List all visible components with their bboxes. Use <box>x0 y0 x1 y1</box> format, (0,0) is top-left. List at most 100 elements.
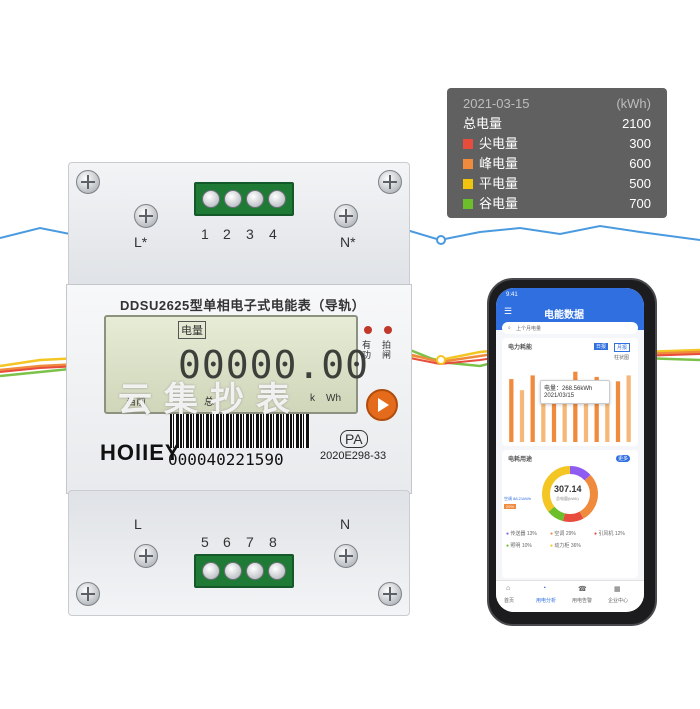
usage-donut <box>542 466 598 522</box>
legend-item: ● 空调 29% <box>550 531 576 537</box>
tooltip-total-value: 2100 <box>622 116 651 131</box>
terminal-label: 3 <box>246 226 254 242</box>
brand-logo: HOlIEY <box>100 440 181 465</box>
screw-icon <box>76 582 100 606</box>
tooltip-item-row: 峰电量 600 <box>463 154 651 174</box>
led-label: 闸 <box>382 350 392 360</box>
energy-tooltip: 2021-03-15 (kWh) 总电量 2100 尖电量 300 峰电量 60… <box>447 88 667 218</box>
cert-mark: PA <box>340 430 368 448</box>
phone-bar <box>573 371 578 442</box>
nav-item-analysis[interactable]: 用电分析 <box>536 598 557 604</box>
color-swatch-icon <box>463 139 473 149</box>
line-terminal-label: L <box>134 516 142 532</box>
tooltip-item-row: 尖电量 300 <box>463 134 651 154</box>
legend-item: ● 传送器 13% <box>506 531 537 537</box>
tooltip-item-value: 700 <box>629 196 651 211</box>
search-icon: ⌕ <box>508 325 511 331</box>
tooltip-item-value: 500 <box>629 176 651 191</box>
popup-date: 2021/03/15 <box>544 393 575 399</box>
tab-day[interactable]: 日报 <box>594 343 609 350</box>
tooltip-item-row: 谷电量 700 <box>463 194 651 214</box>
serial-number: 000040221590 <box>168 450 284 469</box>
chart-type-label: 柱状图 <box>614 355 630 361</box>
screw-icon <box>134 544 158 568</box>
tooltip-item-value: 300 <box>629 136 651 151</box>
search-placeholder: 上个月电量 <box>516 326 542 332</box>
usage-card: 电耗用途 更多 307.14 总电量(kWh) 空调 88.21kWh 29% … <box>502 450 638 578</box>
phone-bar <box>583 393 589 442</box>
tooltip-item-label: 峰电量 <box>479 156 519 171</box>
lcd-k-label: k <box>310 393 315 404</box>
status-time: 9:41 <box>506 292 518 298</box>
menu-icon[interactable]: ☰ <box>504 306 513 316</box>
screw-icon <box>134 204 158 228</box>
phone-bar <box>509 379 514 442</box>
phone-bar <box>551 382 557 442</box>
terminal-label: 6 <box>223 534 231 550</box>
neutral-terminal-label: N* <box>340 234 356 250</box>
legend-item: ● 动力柜 36% <box>550 543 581 549</box>
phone-bar <box>594 376 599 442</box>
more-button[interactable]: 更多 <box>616 455 631 462</box>
legend-item: ● 引风机 12% <box>594 531 625 537</box>
tooltip-item-label: 平电量 <box>479 176 519 191</box>
pie-chart-icon[interactable]: ◔ <box>542 585 547 592</box>
terminal-label: 4 <box>269 226 277 242</box>
screw-icon <box>378 170 402 194</box>
lcd-current-label: 当前 <box>126 397 146 408</box>
tooltip-item-value: 600 <box>629 156 651 171</box>
terminal-screw-icon <box>246 190 264 208</box>
nav-item-home[interactable]: 首页 <box>504 598 515 604</box>
bottom-terminal-block <box>194 554 294 588</box>
screw-icon <box>76 170 100 194</box>
donut-subtitle: 总电量(kWh) <box>556 496 579 501</box>
color-swatch-icon <box>463 179 473 189</box>
company-icon[interactable]: ▦ <box>614 586 621 593</box>
search-input[interactable]: ⌕ 上个月电量 <box>502 322 638 334</box>
terminal-label: 1 <box>201 226 209 242</box>
lcd-reading: 00000.00 <box>178 343 370 387</box>
terminal-screw-icon <box>268 562 286 580</box>
tooltip-date: 2021-03-15 <box>463 96 530 111</box>
alarm-icon[interactable]: ☎ <box>578 586 587 593</box>
left-note-pct: 29% <box>504 504 517 509</box>
screw-icon <box>334 204 358 228</box>
screw-icon <box>334 544 358 568</box>
led-label: 有 <box>362 340 372 350</box>
consumption-card: 电力耗能 日报 月报 柱状图 电量：268.56kWh 2021/03/15 <box>502 338 638 446</box>
terminal-screw-icon <box>268 190 286 208</box>
tooltip-item-label: 谷电量 <box>479 196 519 211</box>
terminal-screw-icon <box>224 562 242 580</box>
phone-bar <box>541 397 546 442</box>
terminal-screw-icon <box>202 190 220 208</box>
lcd-total-label: 总 <box>204 397 214 408</box>
meter-bottom-cover <box>68 490 410 616</box>
cert-code: 2020E298-33 <box>320 450 387 462</box>
relay-led-icon <box>384 326 392 334</box>
screw-icon <box>378 582 402 606</box>
tab-month[interactable]: 月报 <box>614 343 631 352</box>
bottom-nav: ⌂ 首页 ◔ 用电分析 ☎ 用电告警 ▦ 企业中心 <box>496 580 644 612</box>
phone-bar <box>615 381 621 442</box>
nav-item-company[interactable]: 企业中心 <box>608 598 629 604</box>
terminal-screw-icon <box>246 562 264 580</box>
led-label: 功 <box>362 350 372 360</box>
lcd-unit-label: Wh <box>326 393 341 404</box>
tooltip-total-label: 总电量 <box>463 116 503 131</box>
terminal-label: 2 <box>223 226 231 242</box>
donut-value: 307.14 <box>554 484 582 494</box>
active-power-led-icon <box>364 326 372 334</box>
meter-top-cover <box>68 162 410 288</box>
donut-segment <box>542 466 598 522</box>
page-button[interactable] <box>366 389 398 421</box>
donut-segment <box>542 466 598 522</box>
tooltip-total-row: 总电量 2100 <box>463 114 651 134</box>
color-swatch-icon <box>463 159 473 169</box>
home-icon[interactable]: ⌂ <box>506 585 511 592</box>
tooltip-item-label: 尖电量 <box>479 136 519 151</box>
nav-item-alarm[interactable]: 用电告警 <box>572 598 593 604</box>
blue-trend-marker <box>436 235 446 245</box>
phone-bar <box>605 388 610 442</box>
donut-segment <box>542 466 598 522</box>
